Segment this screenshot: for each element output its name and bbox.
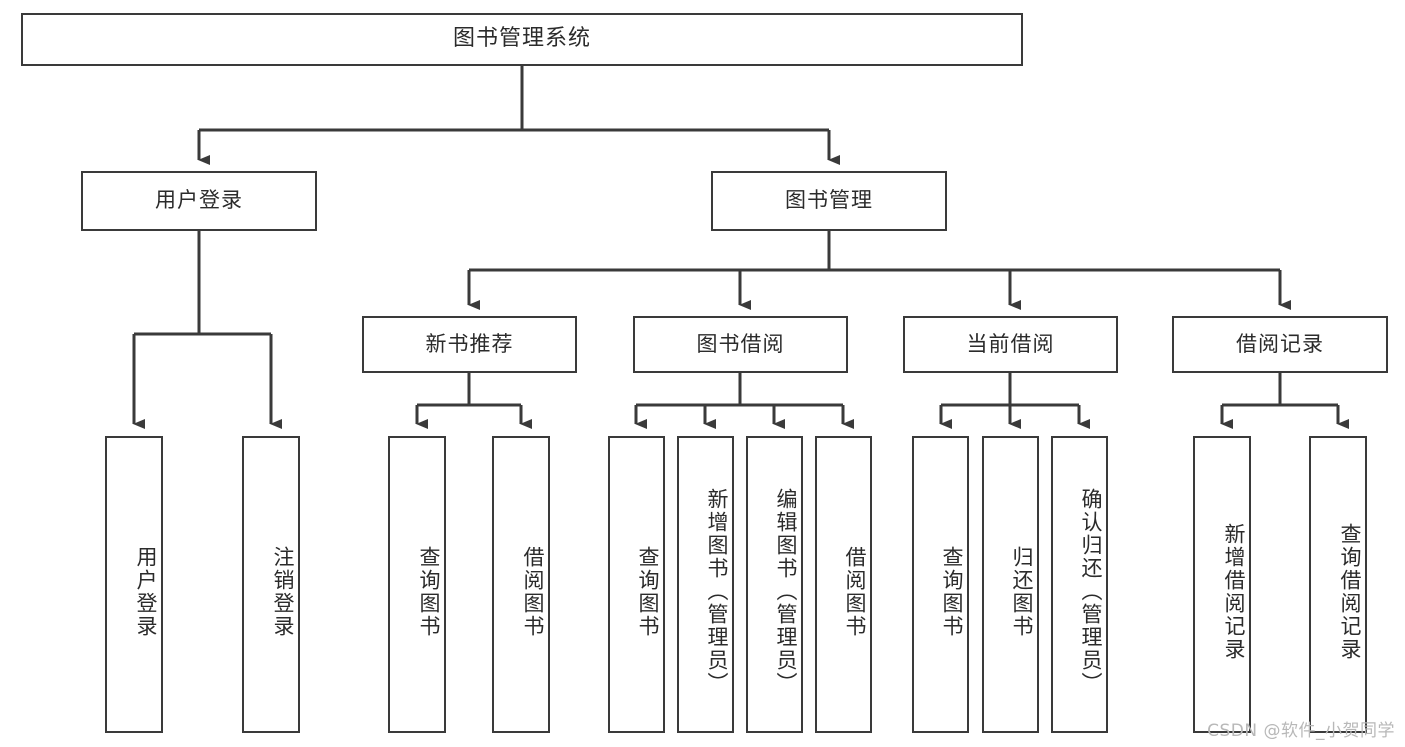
node-book-management-label: 图书管理	[785, 188, 873, 213]
node-leaf-query-book-1-label: 查询图书	[417, 545, 441, 638]
node-leaf-confirm-return-admin-label: 确认归还（管理员）	[1079, 488, 1103, 695]
watermark: CSDN @软件_小贺同学	[1207, 721, 1395, 741]
node-leaf-query-borrow-record-label: 查询借阅记录	[1338, 522, 1362, 661]
node-current-borrow-label: 当前借阅	[966, 331, 1055, 356]
node-leaf-query-book-1[interactable]: 查询图书	[388, 436, 446, 733]
node-borrow-record[interactable]: 借阅记录	[1172, 316, 1388, 373]
node-leaf-return-book-label: 归还图书	[1010, 545, 1034, 638]
node-book-management[interactable]: 图书管理	[711, 171, 947, 231]
node-leaf-query-book-2-label: 查询图书	[636, 545, 660, 638]
node-leaf-edit-book-admin-label: 编辑图书（管理员）	[774, 488, 798, 695]
node-new-book-recommend[interactable]: 新书推荐	[362, 316, 577, 373]
node-root[interactable]: 图书管理系统	[21, 13, 1023, 66]
node-book-borrow[interactable]: 图书借阅	[633, 316, 848, 373]
node-leaf-add-borrow-record-label: 新增借阅记录	[1222, 522, 1246, 661]
node-new-book-recommend-label: 新书推荐	[425, 331, 514, 356]
node-leaf-edit-book-admin[interactable]: 编辑图书（管理员）	[746, 436, 803, 733]
node-leaf-add-book-admin-label: 新增图书（管理员）	[705, 488, 729, 695]
node-leaf-borrow-book-1[interactable]: 借阅图书	[492, 436, 550, 733]
node-borrow-record-label: 借阅记录	[1236, 331, 1324, 356]
node-leaf-query-book-2[interactable]: 查询图书	[608, 436, 665, 733]
node-book-borrow-label: 图书借阅	[696, 331, 785, 356]
node-leaf-borrow-book-2[interactable]: 借阅图书	[815, 436, 872, 733]
node-leaf-query-book-3[interactable]: 查询图书	[912, 436, 969, 733]
node-leaf-add-borrow-record[interactable]: 新增借阅记录	[1193, 436, 1251, 733]
node-leaf-user-login-label: 用户登录	[134, 545, 158, 638]
node-user-login-label: 用户登录	[155, 188, 243, 213]
node-leaf-logout-login[interactable]: 注销登录	[242, 436, 300, 733]
node-leaf-user-login[interactable]: 用户登录	[105, 436, 163, 733]
node-leaf-query-borrow-record[interactable]: 查询借阅记录	[1309, 436, 1367, 733]
node-leaf-confirm-return-admin[interactable]: 确认归还（管理员）	[1051, 436, 1108, 733]
node-leaf-logout-login-label: 注销登录	[271, 545, 295, 638]
node-leaf-return-book[interactable]: 归还图书	[982, 436, 1039, 733]
node-root-label: 图书管理系统	[452, 26, 591, 52]
node-current-borrow[interactable]: 当前借阅	[903, 316, 1118, 373]
node-leaf-add-book-admin[interactable]: 新增图书（管理员）	[677, 436, 734, 733]
node-leaf-borrow-book-2-label: 借阅图书	[843, 545, 867, 638]
node-leaf-query-book-3-label: 查询图书	[940, 545, 964, 638]
node-leaf-borrow-book-1-label: 借阅图书	[521, 545, 545, 638]
node-user-login[interactable]: 用户登录	[81, 171, 317, 231]
